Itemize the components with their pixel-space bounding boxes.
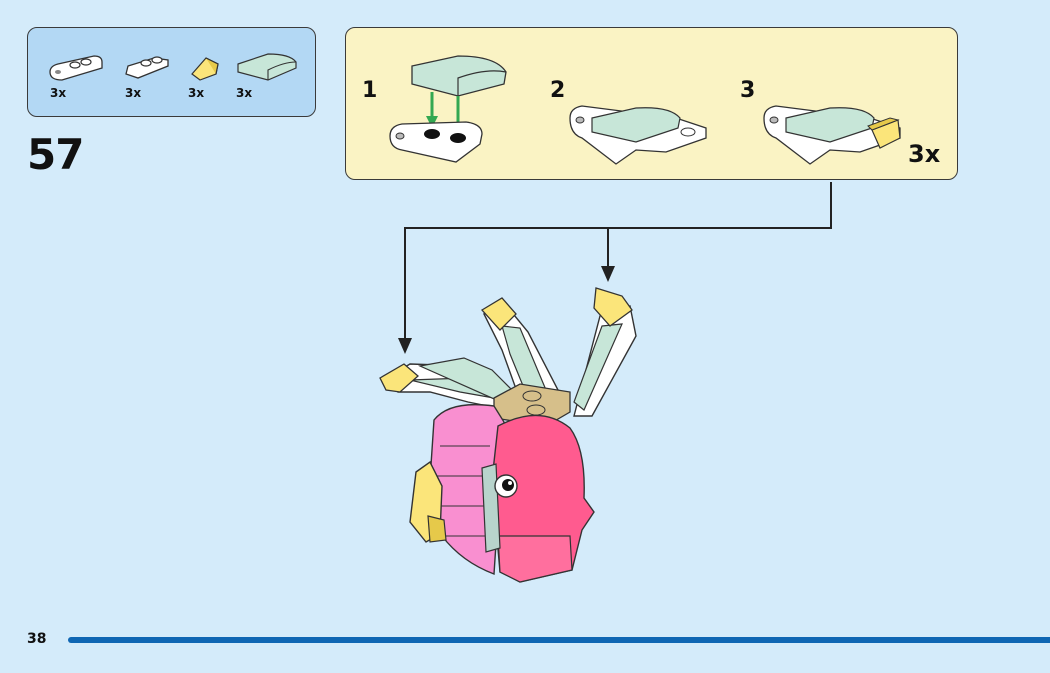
part-clip-plate-icon (49, 55, 103, 81)
arrow-right-head-icon (601, 266, 615, 282)
sub-assembly-box: 1 2 3 3x (345, 27, 958, 180)
main-model-illustration (379, 287, 637, 583)
sub-step-1-number: 1 (362, 78, 378, 103)
page-rule (68, 637, 1050, 643)
part-curved-slope-icon (237, 53, 297, 81)
part-cheese-slope-icon (191, 57, 219, 81)
sub-step-3-number: 3 (740, 78, 756, 103)
part-modified-plate-icon (125, 56, 169, 79)
part-3-quantity: 3x (188, 86, 205, 100)
sub-step-multiplier: 3x (908, 140, 941, 168)
sub-step-2-number: 2 (550, 78, 566, 103)
parts-list-box: 3x 3x 3x 3x (27, 27, 316, 117)
part-1-quantity: 3x (50, 86, 67, 100)
part-2-quantity: 3x (125, 86, 142, 100)
arrow-left-head-icon (398, 338, 412, 354)
sub-step-1-illustration (389, 55, 507, 163)
step-number: 57 (27, 130, 84, 179)
sub-step-2-illustration (569, 105, 707, 165)
page-number: 38 (27, 631, 47, 647)
sub-step-3-illustration (763, 105, 901, 165)
part-4-quantity: 3x (236, 86, 253, 100)
